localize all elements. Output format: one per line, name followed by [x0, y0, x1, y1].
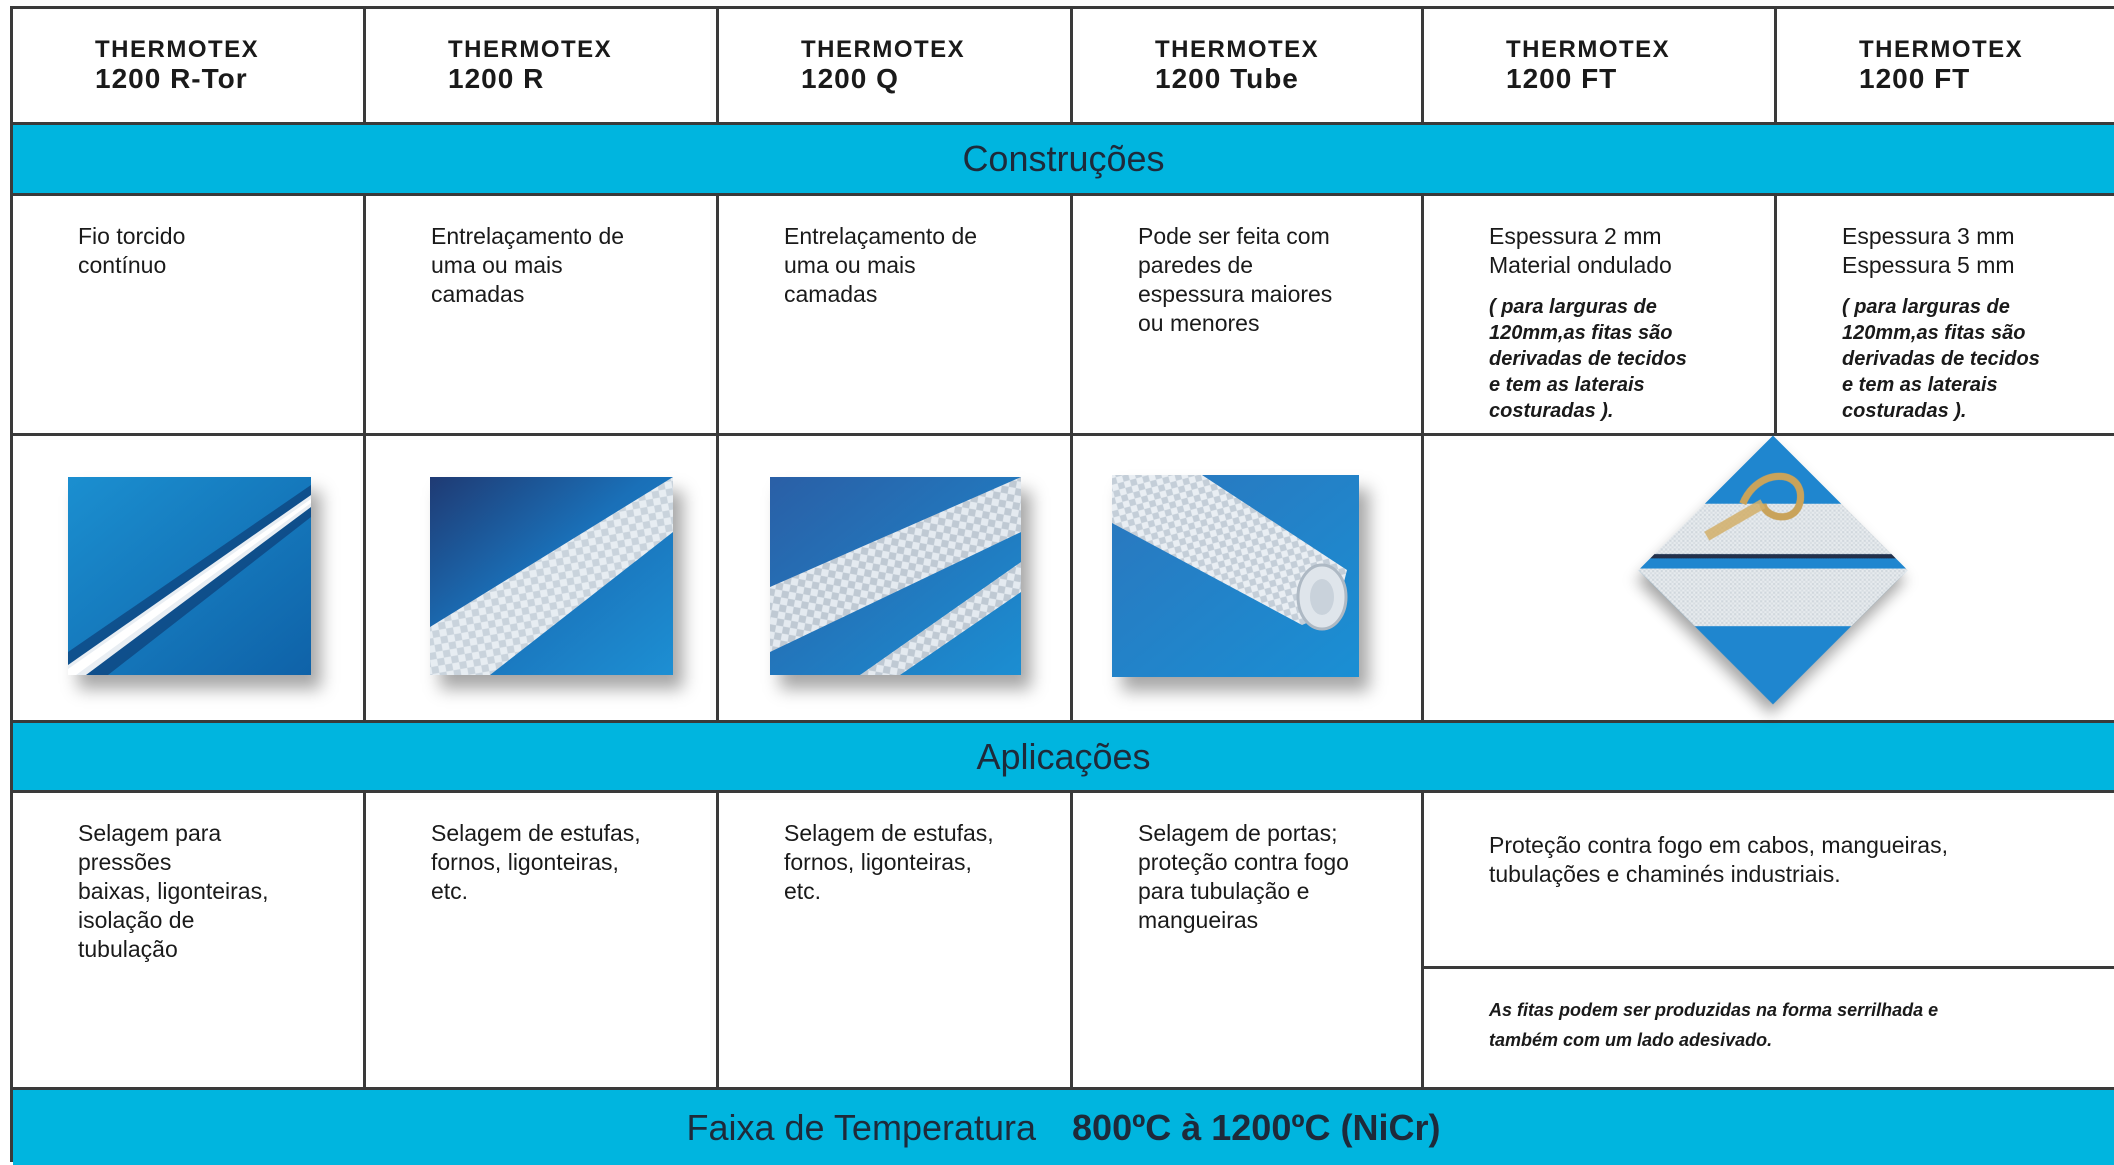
ft-application-block: Proteção contra fogo em cabos, mangueira…: [1424, 793, 2114, 969]
construction-cell: Espessura 3 mm Espessura 5 mm ( para lar…: [1777, 196, 2114, 436]
note-line: e tem as laterais: [1489, 374, 1645, 396]
note-line: costuradas ).: [1842, 400, 1967, 422]
application-cell: Selagem de portas; proteção contra fogo …: [1073, 793, 1424, 1090]
construction-text: ou menores: [1138, 310, 1260, 336]
temperature-value: 800ºC à 1200ºC (NiCr): [1072, 1106, 1441, 1148]
application-text: pressões: [78, 849, 172, 875]
note-line: e tem as laterais: [1842, 374, 1998, 396]
construction-text: Material ondulado: [1489, 252, 1672, 278]
braided-cord-r-photo: [430, 477, 673, 675]
model-name: 1200 FT: [1859, 63, 1971, 94]
note-line: 120mm,as fitas são: [1489, 322, 1673, 344]
application-cell: Selagem para pressões baixas, ligonteira…: [13, 793, 366, 1090]
construction-text: paredes de: [1138, 252, 1254, 278]
construction-text: uma ou mais: [431, 252, 563, 278]
application-text: proteção contra fogo: [1138, 849, 1349, 875]
header-cell-r: THERMOTEX 1200 R: [366, 9, 719, 125]
header-cell-tube: THERMOTEX 1200 Tube: [1073, 9, 1424, 125]
model-name: 1200 R-Tor: [95, 63, 248, 94]
image-cell: [13, 436, 366, 723]
brand-name: THERMOTEX: [1155, 36, 1320, 63]
constructions-band: Construções: [13, 125, 2114, 196]
construction-cell: Entrelaçamento de uma ou mais camadas: [719, 196, 1073, 436]
construction-text: Entrelaçamento de: [431, 223, 625, 249]
images-row: [13, 436, 2114, 723]
image-cell: [1073, 436, 1424, 723]
construction-cell: Espessura 2 mm Material ondulado ( para …: [1424, 196, 1777, 436]
tape-footnote: As fitas podem ser produzidas na forma s…: [1489, 995, 1938, 1055]
application-text: Selagem de estufas,: [784, 820, 994, 846]
construction-text: Espessura 5 mm: [1842, 252, 2015, 278]
header-cell-r-tor: THERMOTEX 1200 R-Tor: [13, 9, 366, 125]
model-name: 1200 R: [448, 63, 545, 94]
application-text: tubulação: [78, 936, 178, 962]
application-text: Proteção contra fogo em cabos, mangueira…: [1489, 832, 1948, 858]
application-text: tubulações e chaminés industriais.: [1489, 861, 1841, 887]
application-text: fornos, ligonteiras,: [784, 849, 972, 875]
construction-text: Fio torcido: [78, 223, 186, 249]
note-line: ( para larguras de: [1842, 296, 2010, 318]
brand-name: THERMOTEX: [1859, 36, 2024, 63]
construction-text: Entrelaçamento de: [784, 223, 978, 249]
construction-note: ( para larguras de 120mm,as fitas são de…: [1489, 294, 1774, 424]
twisted-yarn-photo: [68, 477, 311, 675]
image-cell-ft: [1424, 436, 2114, 723]
temperature-label: Faixa de Temperatura: [686, 1106, 1037, 1148]
construction-text: uma ou mais: [784, 252, 916, 278]
application-text: mangueiras: [1138, 907, 1259, 933]
construction-text: camadas: [784, 281, 878, 307]
construction-text: contínuo: [78, 252, 167, 278]
braided-cord-q-photo: [770, 477, 1021, 675]
application-text: isolação de: [78, 907, 195, 933]
header-cell-q: THERMOTEX 1200 Q: [719, 9, 1073, 125]
construction-text: Espessura 2 mm: [1489, 223, 1662, 249]
brand-name: THERMOTEX: [801, 36, 966, 63]
application-text: etc.: [431, 878, 469, 904]
note-line: ( para larguras de: [1489, 296, 1657, 318]
header-cell-ft-2: THERMOTEX 1200 FT: [1777, 9, 2114, 125]
model-name: 1200 FT: [1506, 63, 1618, 94]
construction-cell: Pode ser feita com paredes de espessura …: [1073, 196, 1424, 436]
construction-text: camadas: [431, 281, 525, 307]
application-cell: Selagem de estufas, fornos, ligonteiras,…: [719, 793, 1073, 1090]
application-cell-ft: Proteção contra fogo em cabos, mangueira…: [1424, 793, 2114, 1090]
image-cell: [719, 436, 1073, 723]
application-text: Selagem para: [78, 820, 222, 846]
construction-cell: Fio torcido contínuo: [13, 196, 366, 436]
model-name: 1200 Q: [801, 63, 899, 94]
construction-note: ( para larguras de 120mm,as fitas são de…: [1842, 294, 2114, 424]
application-text: etc.: [784, 878, 822, 904]
application-text: para tubulação e: [1138, 878, 1310, 904]
brand-name: THERMOTEX: [1506, 36, 1671, 63]
image-cell: [366, 436, 719, 723]
applications-row: Selagem para pressões baixas, ligonteira…: [13, 793, 2114, 1090]
header-cell-ft-1: THERMOTEX 1200 FT: [1424, 9, 1777, 125]
product-table: THERMOTEX 1200 R-Tor THERMOTEX 1200 R TH…: [10, 6, 2114, 1165]
application-cell: Selagem de estufas, fornos, ligonteiras,…: [366, 793, 719, 1090]
note-line: costuradas ).: [1489, 400, 1614, 422]
application-text: Selagem de estufas,: [431, 820, 641, 846]
constructions-row: Fio torcido contínuo Entrelaçamento de u…: [13, 196, 2114, 436]
construction-cell: Entrelaçamento de uma ou mais camadas: [366, 196, 719, 436]
application-text: fornos, ligonteiras,: [431, 849, 619, 875]
construction-text: Espessura 3 mm: [1842, 223, 2015, 249]
header-row: THERMOTEX 1200 R-Tor THERMOTEX 1200 R TH…: [13, 9, 2114, 125]
note-line: derivadas de tecidos: [1489, 348, 1687, 370]
applications-title: Aplicações: [976, 735, 1151, 777]
construction-text: espessura maiores: [1138, 281, 1333, 307]
constructions-title: Construções: [962, 138, 1165, 179]
brand-name: THERMOTEX: [95, 36, 260, 63]
construction-text: Pode ser feita com: [1138, 223, 1330, 249]
application-text: Selagem de portas;: [1138, 820, 1338, 846]
footnote-line: também com um lado adesivado.: [1489, 1030, 1773, 1050]
braided-tube-photo: [1112, 475, 1359, 677]
footnote-line: As fitas podem ser produzidas na forma s…: [1489, 1000, 1939, 1020]
model-name: 1200 Tube: [1155, 63, 1299, 94]
brand-name: THERMOTEX: [448, 36, 613, 63]
temperature-band: Faixa de Temperatura 800ºC à 1200ºC (NiC…: [13, 1090, 2114, 1165]
note-line: 120mm,as fitas são: [1842, 322, 2026, 344]
application-text: baixas, ligonteiras,: [78, 878, 269, 904]
applications-band: Aplicações: [13, 723, 2114, 793]
note-line: derivadas de tecidos: [1842, 348, 2040, 370]
